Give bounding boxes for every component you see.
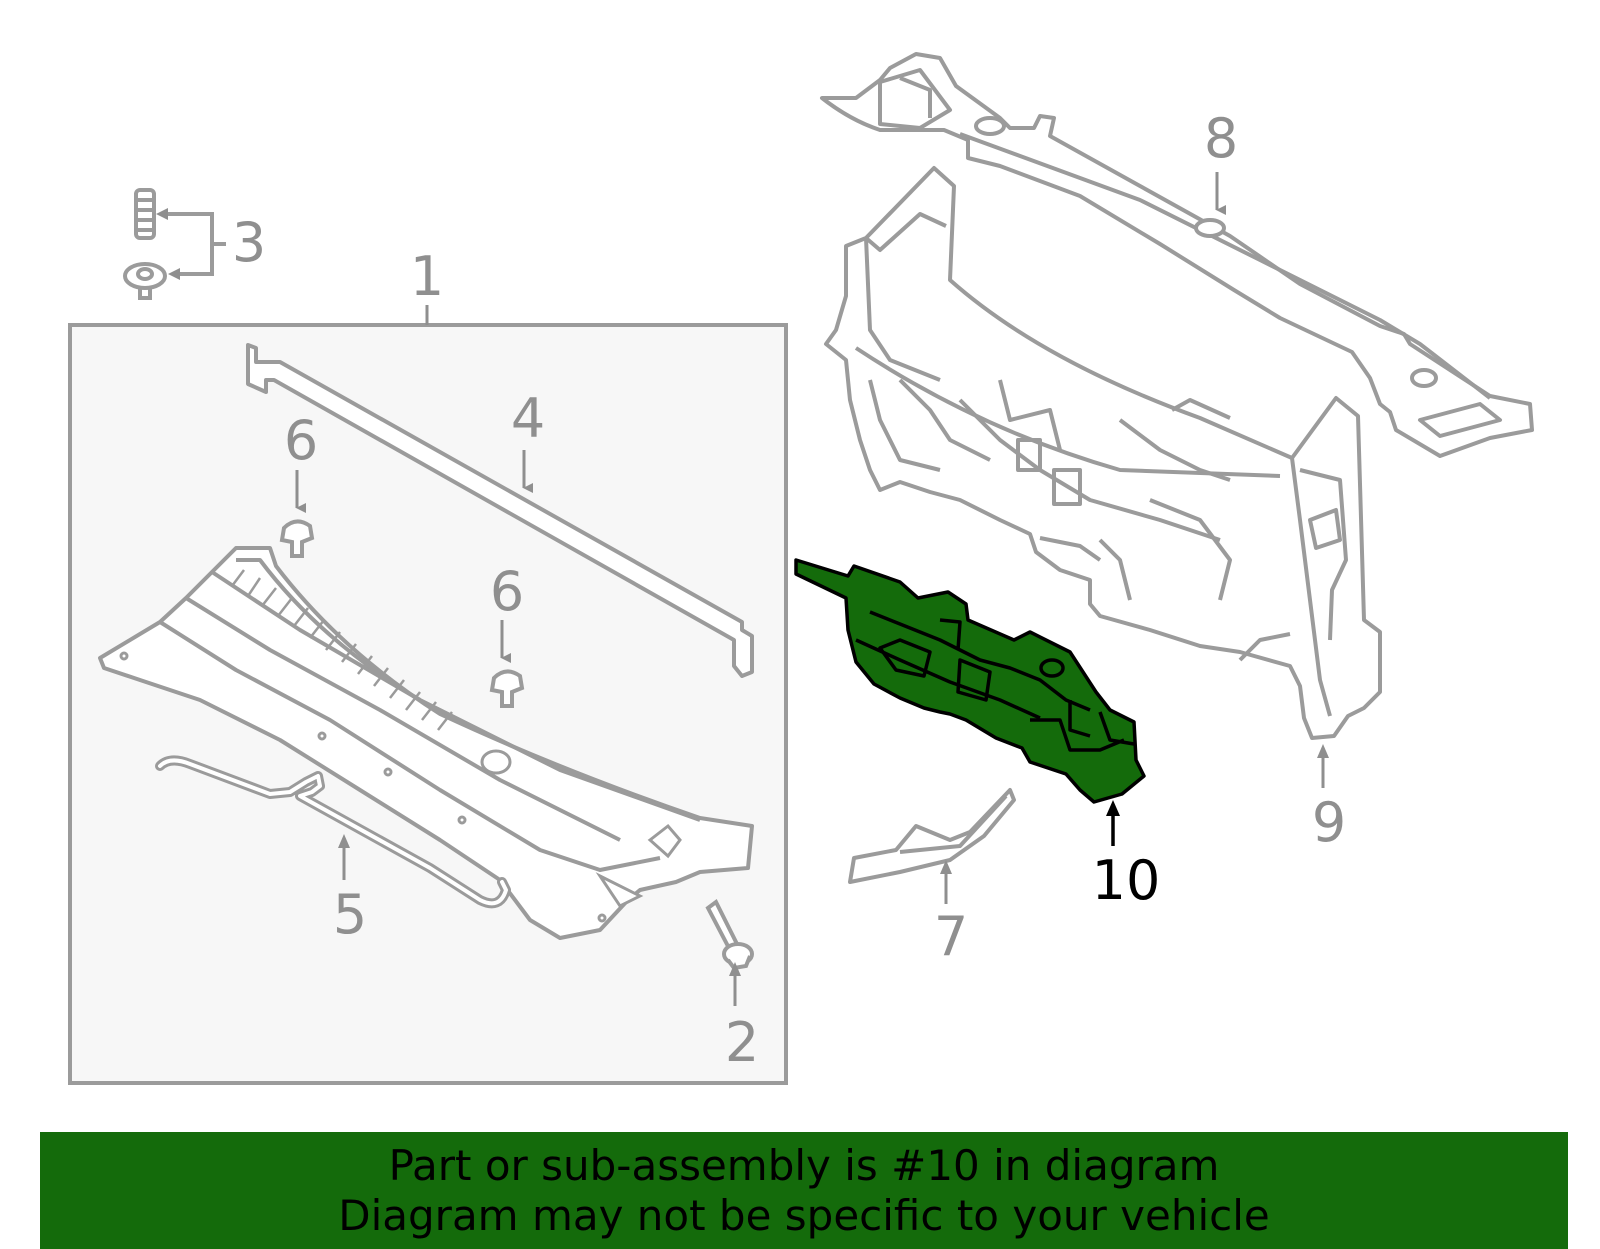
callout-6a-label[interactable]: 6 [283,409,319,472]
part-4-seal [246,343,754,678]
part-3-arrow-top [156,208,168,220]
callout-2-label[interactable]: 2 [724,1011,760,1074]
callout-9-label[interactable]: 9 [1311,791,1347,854]
part-6-clip-b [489,669,525,708]
leader-lines [295,172,1226,663]
callout-7-arrowhead [940,860,952,874]
part-9-dash-panel [824,166,1382,740]
callout-3-label[interactable]: 3 [231,211,267,274]
callout-5-label[interactable]: 5 [332,883,368,946]
part-7-bracket [848,788,1016,884]
part-6-clip-a [279,519,315,558]
leader-lines-up [338,744,1329,1006]
part-8-cowl-bar [820,52,1534,458]
part-5-hose-inner [158,758,508,906]
part-3-fasteners [123,188,226,300]
callout-2-arrowhead [729,962,741,976]
banner-line-part: Part or sub-assembly is #10 in diagram [388,1140,1220,1190]
callout-7-label[interactable]: 7 [933,905,969,968]
callout-8-label[interactable]: 8 [1203,107,1239,170]
callout-10-label[interactable]: 10 [1091,849,1161,912]
callout-10-arrowhead [1106,800,1120,816]
callout-5-arrowhead [338,834,350,848]
part-1-details [119,651,682,923]
callout-9-arrowhead [1317,744,1329,758]
part-1-cowl-panel [98,546,754,940]
part-2-bolt [705,898,754,971]
part-1-vent-slots [231,569,453,731]
callout-4-label[interactable]: 4 [510,387,546,450]
callout-6b-label[interactable]: 6 [489,560,525,623]
callout-1-label[interactable]: 1 [409,245,445,308]
part-10-insulator[interactable] [794,558,1146,804]
banner-line-disclaimer: Diagram may not be specific to your vehi… [338,1190,1270,1240]
part-3-arrow-bottom [168,268,180,280]
info-banner: Part or sub-assembly is #10 in diagram D… [40,1132,1568,1249]
